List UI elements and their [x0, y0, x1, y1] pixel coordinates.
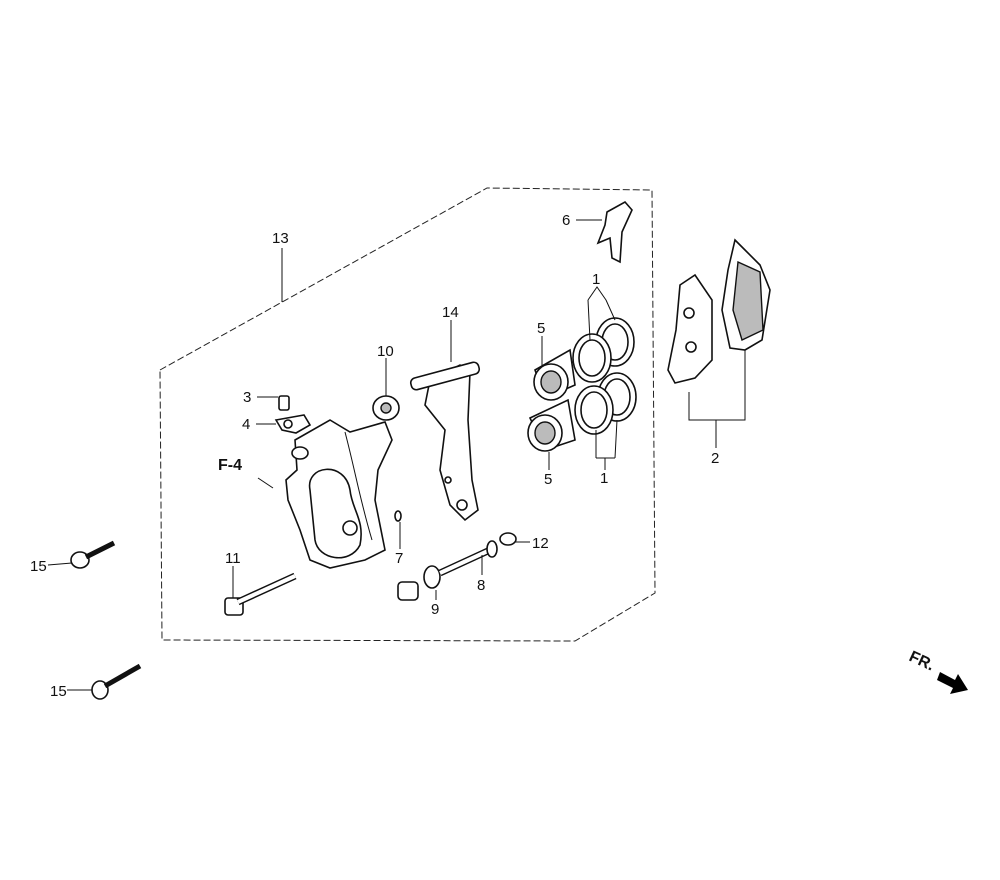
reference-f4: F-4	[218, 457, 242, 474]
callout-2: 2	[711, 450, 719, 467]
boot	[372, 395, 400, 421]
callout-7: 7	[395, 550, 403, 567]
callout-1-top: 1	[592, 271, 600, 288]
bleed-screw	[274, 395, 312, 434]
callout-14: 14	[442, 304, 459, 321]
pistons-and-seals	[527, 317, 637, 452]
callout-15-top: 15	[30, 558, 47, 575]
front-direction-indicator: FR.	[906, 648, 968, 694]
brake-pads	[667, 238, 771, 384]
callout-13: 13	[272, 230, 289, 247]
callout-1-bottom: 1	[600, 470, 608, 487]
callout-11: 11	[225, 550, 241, 567]
callout-15-bottom: 15	[50, 683, 67, 700]
callout-3: 3	[243, 389, 251, 406]
caliper-body	[285, 419, 393, 569]
flange-bolts	[70, 540, 142, 700]
callout-4: 4	[242, 416, 250, 433]
leader-lines	[47, 219, 746, 691]
callout-6: 6	[562, 212, 570, 229]
assembly-boundary-13	[159, 187, 656, 642]
pins-and-bolts	[224, 510, 517, 616]
pad-spring	[596, 200, 633, 264]
callout-10: 10	[377, 343, 394, 360]
front-arrow-icon	[937, 672, 968, 694]
caliper-bracket	[409, 361, 481, 522]
callout-5-top: 5	[537, 320, 545, 337]
callout-9: 9	[431, 601, 439, 618]
callout-8: 8	[477, 577, 485, 594]
front-label: FR.	[906, 648, 937, 674]
callout-5-bottom: 5	[544, 471, 552, 488]
callout-12: 12	[532, 535, 549, 552]
